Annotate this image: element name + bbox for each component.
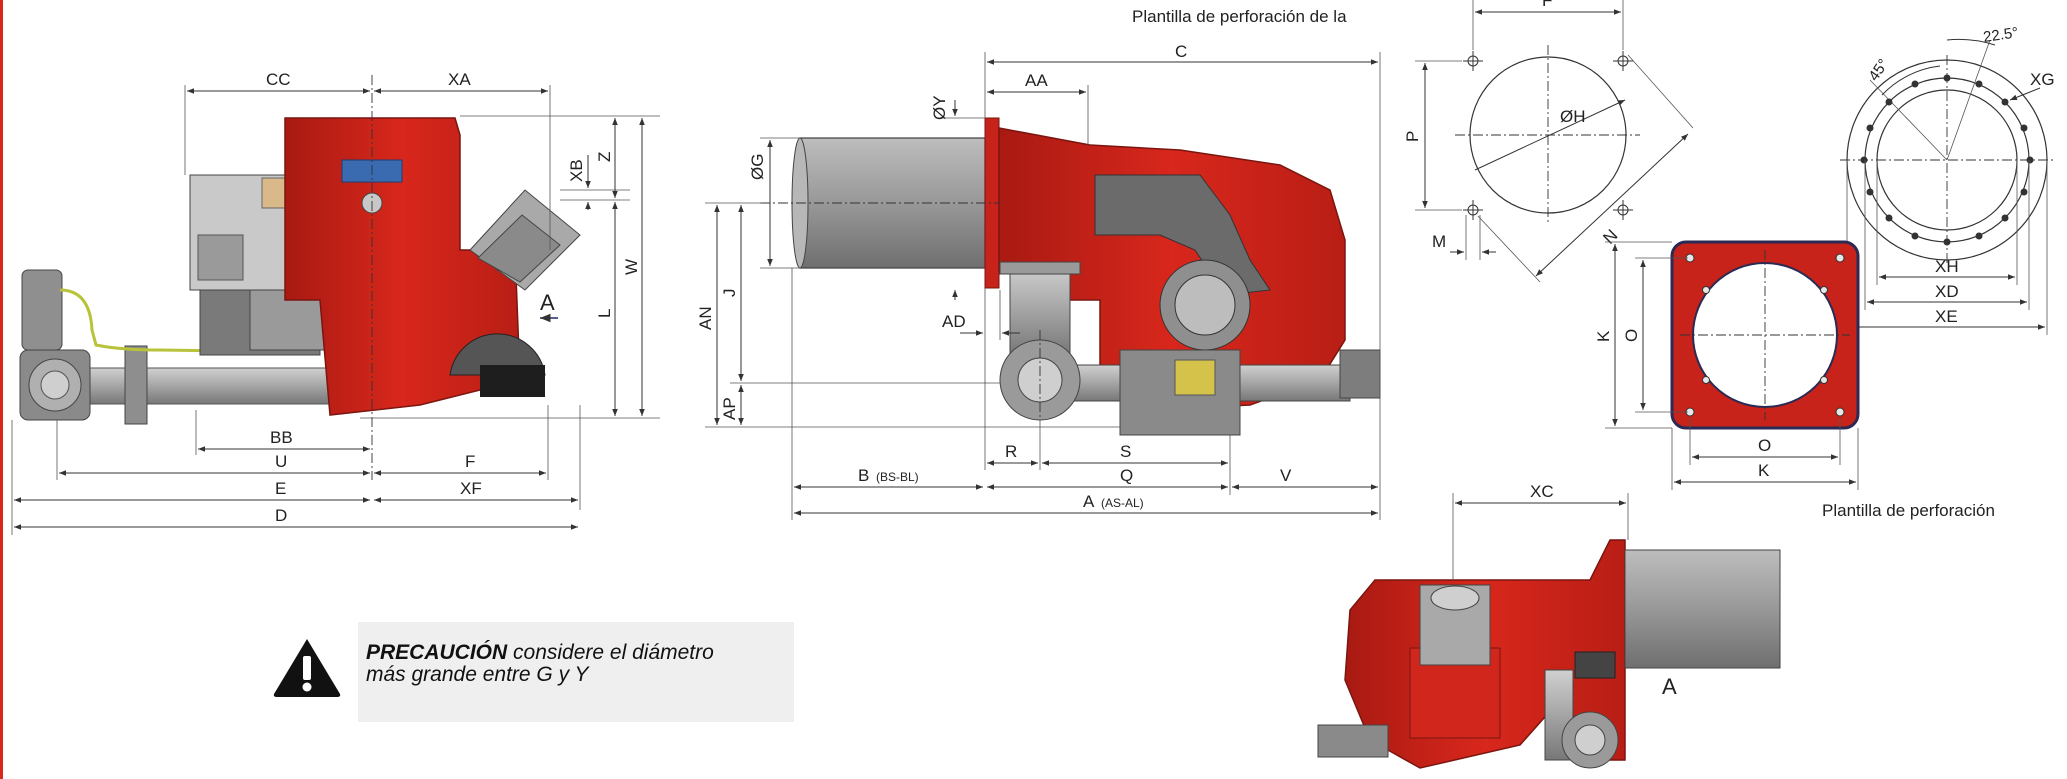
front-view: A CC XA XB Z W L B (11, 70, 660, 535)
dim-K-horizontal: K (1758, 461, 1770, 480)
dim-A-sub: (AS-AL) (1101, 496, 1144, 510)
dim-P: P (1403, 131, 1422, 142)
dim-F: F (465, 452, 475, 471)
caution-note: PRECAUCIÓN considere el diámetro más gra… (273, 622, 794, 722)
dim-L: L (595, 309, 614, 318)
dim-N: N (1599, 226, 1621, 248)
dim-W: W (622, 259, 641, 275)
dim-O-vertical: O (1622, 329, 1641, 342)
dim-AD: AD (942, 312, 966, 331)
dim-D: D (275, 506, 287, 525)
dim-Q: Q (1120, 466, 1133, 485)
angle-22-5: 22.5° (1982, 24, 2019, 46)
dim-C: C (1175, 42, 1187, 61)
page-edge (0, 0, 3, 779)
dim-V: V (1280, 466, 1292, 485)
dim-B-sub: (BS-BL) (876, 470, 919, 484)
angle-45: 45° (1865, 56, 1892, 84)
dim-XD: XD (1935, 282, 1959, 301)
dim-XB: XB (567, 159, 586, 182)
dim-K-vertical: K (1594, 330, 1613, 342)
dim-A: A (1083, 492, 1095, 511)
view-marker-front: A (540, 290, 555, 315)
dim-XF: XF (460, 479, 482, 498)
square-flange-template: K O O K Plantilla de perforación (1594, 240, 1995, 520)
dim-E: E (275, 479, 286, 498)
dim-flange-F: F (1542, 0, 1552, 10)
caution-heading: PRECAUCIÓN (366, 641, 508, 664)
side-view: C AA ØY ØG AN J AP AD (696, 42, 1381, 520)
view-marker-top: A (1662, 674, 1677, 699)
dim-XE: XE (1935, 307, 1958, 326)
flange-drilling-template: Plantilla de perforación de la ØH F P M (1132, 0, 1694, 283)
dim-AN: AN (696, 306, 715, 330)
dim-XC: XC (1530, 482, 1554, 501)
warning-icon (273, 639, 341, 697)
ring-template: 45° 22.5° XG XH XD XE (1840, 24, 2055, 335)
dim-U: U (275, 452, 287, 471)
drilling-template-title: Plantilla de perforación (1822, 501, 1995, 520)
dim-G: ØG (748, 154, 767, 180)
dim-S: S (1120, 442, 1131, 461)
caution-line2: más grande entre G y Y (366, 663, 589, 686)
caution-text: PRECAUCIÓN considere el diámetro más gra… (366, 642, 786, 686)
dim-XH: XH (1935, 257, 1959, 276)
top-view: A XC (1317, 482, 1781, 769)
caution-line1: considere el diámetro (513, 641, 714, 664)
dim-B: B (858, 466, 869, 485)
dim-CC: CC (266, 70, 291, 89)
dim-H: ØH (1560, 107, 1586, 126)
dim-BB: BB (270, 428, 293, 447)
dim-XG: XG (2030, 70, 2055, 89)
dim-Y: ØY (930, 95, 949, 120)
dim-J: J (720, 289, 739, 298)
dim-XA: XA (448, 70, 471, 89)
dim-Z: Z (595, 152, 614, 162)
dim-R: R (1005, 442, 1017, 461)
dim-AP: AP (720, 397, 739, 420)
dim-M: M (1432, 232, 1446, 251)
dim-O-horizontal: O (1758, 436, 1771, 455)
dim-AA: AA (1025, 71, 1048, 90)
flange-drilling-title: Plantilla de perforación de la (1132, 7, 1347, 26)
